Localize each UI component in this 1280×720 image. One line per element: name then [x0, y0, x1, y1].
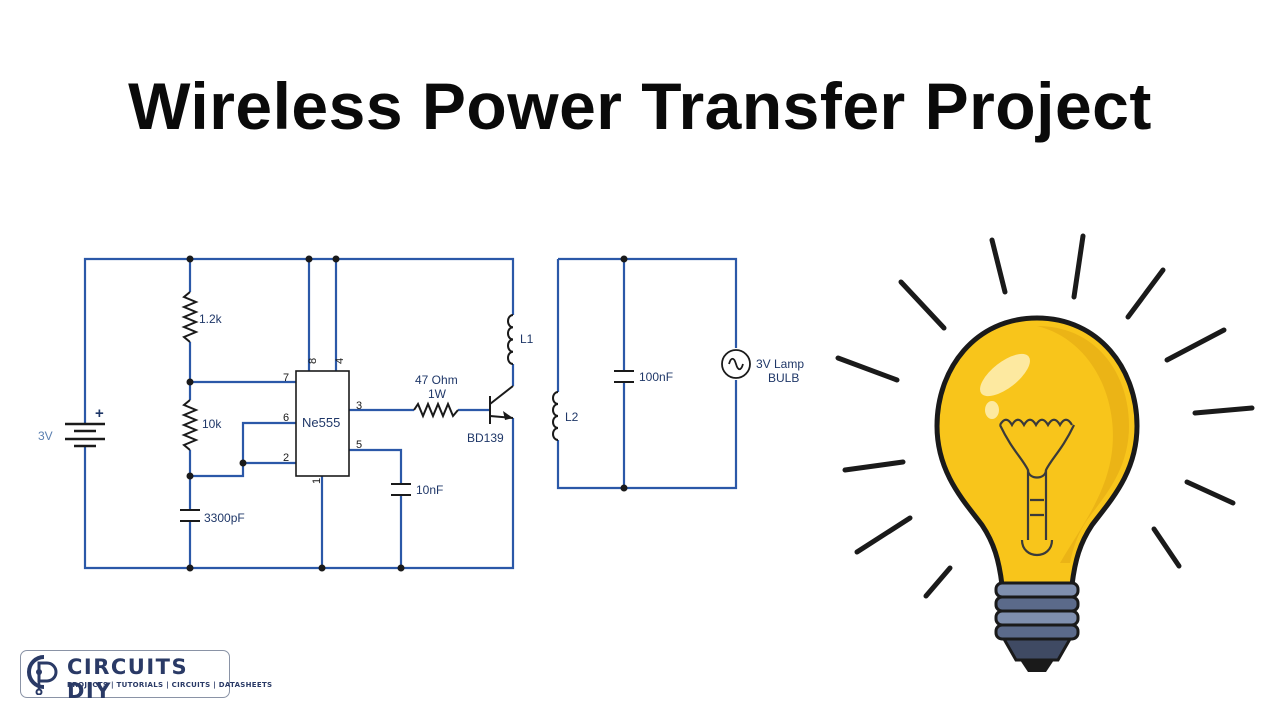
wire-bottom-rail — [83, 418, 515, 570]
bulb-base — [994, 581, 1080, 672]
ic-pin-3: 3 — [356, 400, 362, 412]
logo-tagline: PROJECTS | TUTORIALS | CIRCUITS | DATASH… — [67, 681, 273, 689]
battery-symbol — [65, 422, 105, 448]
page-title: Wireless Power Transfer Project — [128, 69, 1152, 143]
ic-pin-7: 7 — [283, 372, 289, 384]
capacitor-c1 — [180, 509, 200, 522]
bulb-filament — [999, 418, 1075, 556]
ne555-chip — [295, 370, 350, 477]
inductor-l2 — [552, 391, 559, 441]
capacitor-c3 — [614, 370, 634, 383]
r3-value: 47 Ohm — [415, 373, 458, 387]
ic-pin-2: 2 — [283, 452, 289, 464]
c2-label: 10nF — [416, 483, 443, 497]
light-bulb-icon — [835, 233, 1255, 672]
resistor-r2 — [181, 399, 199, 451]
bulb-highlight — [980, 353, 1030, 397]
lamp-label-1: 3V Lamp — [756, 357, 804, 371]
logo-name: CIRCUITS DIY — [67, 655, 189, 703]
resistor-r3 — [413, 401, 459, 419]
transistor-label: BD139 — [467, 431, 504, 445]
wire-receiver-top — [558, 257, 738, 348]
circuits-diy-logo-icon — [27, 655, 58, 695]
ic-pin-1: 1 — [311, 478, 323, 484]
bulb-shadow — [1037, 326, 1129, 563]
bulb-highlight-dot — [985, 401, 999, 419]
bulb-glass — [934, 315, 1140, 588]
r2-label: 10k — [202, 417, 222, 431]
l1-label: L1 — [520, 332, 534, 346]
battery-label: 3V — [38, 429, 53, 443]
r1-label: 1.2k — [199, 312, 223, 326]
lamp-label-2: BULB — [768, 371, 799, 385]
ic-pin-6: 6 — [283, 412, 289, 424]
lamp-symbol — [721, 349, 751, 379]
c3-label: 100nF — [639, 370, 673, 384]
light-rays — [835, 233, 1255, 599]
junction-dots — [186, 255, 628, 572]
l2-label: L2 — [565, 410, 579, 424]
ic-pin-5: 5 — [356, 439, 362, 451]
resistor-r1 — [181, 291, 199, 343]
c1-label: 3300pF — [204, 511, 245, 525]
transistor-bd139 — [489, 385, 514, 424]
inductor-l1 — [507, 314, 514, 365]
wires — [83, 257, 738, 570]
circuits-diy-logo[interactable]: CIRCUITS DIY PROJECTS | TUTORIALS | CIRC… — [20, 650, 272, 703]
ic-pin-8: 8 — [307, 358, 319, 364]
circuit-schematic: + 3V 1.2k 10k 3300pF Ne555 8 4 7 6 2 3 5… — [38, 255, 804, 572]
wire-top-rail — [83, 257, 515, 424]
ic-pin-4: 4 — [334, 358, 346, 364]
ic-label: Ne555 — [302, 415, 340, 430]
battery-polarity: + — [95, 405, 104, 422]
r3-power: 1W — [428, 387, 447, 401]
capacitor-c2 — [391, 483, 411, 496]
